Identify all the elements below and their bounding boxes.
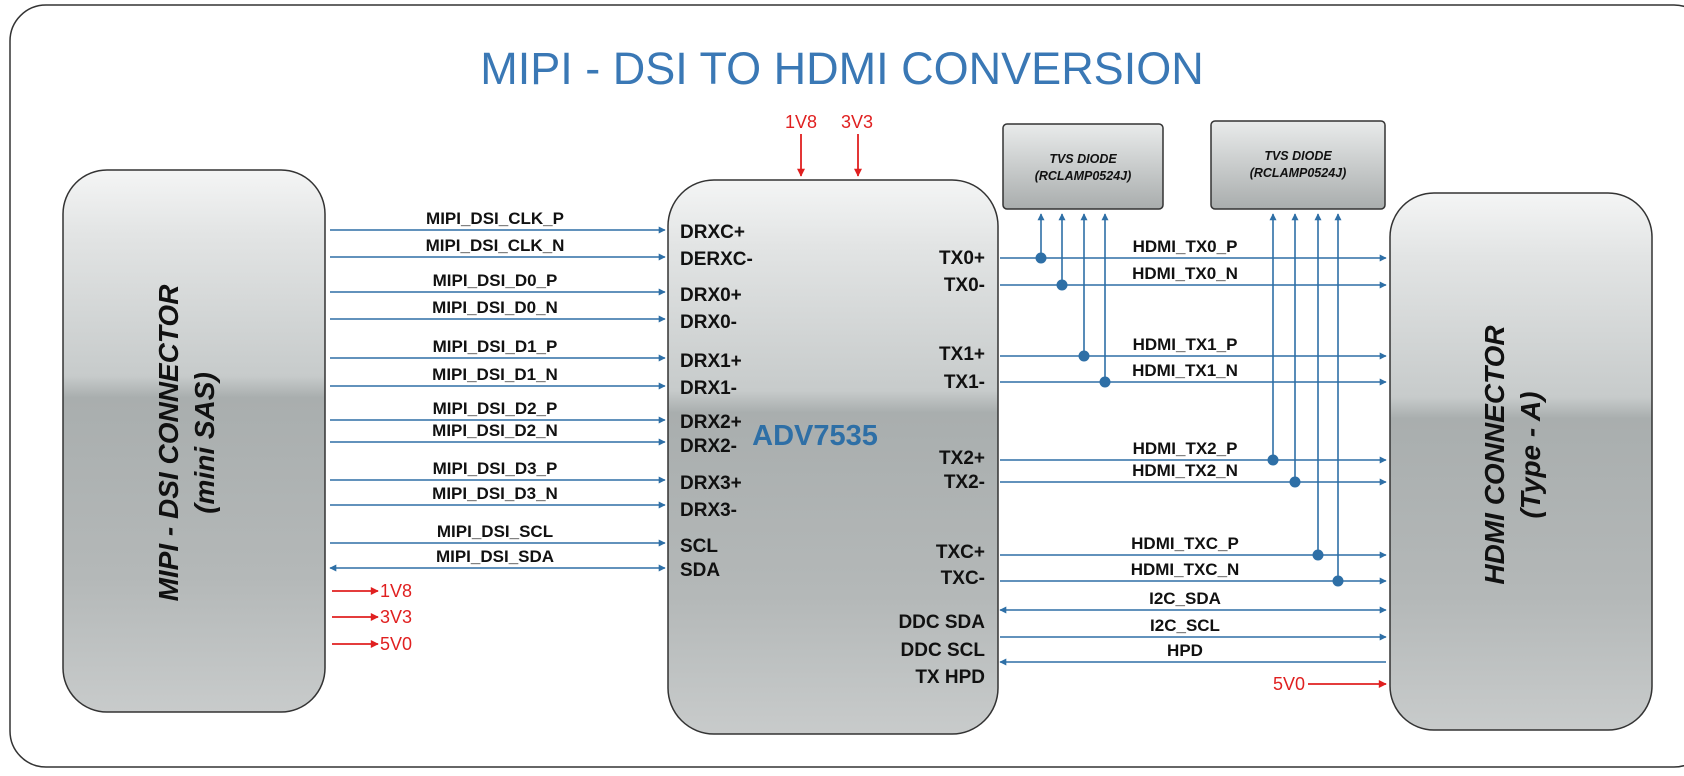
signal-label-mipi-dsi-d3-n: MIPI_DSI_D3_N — [432, 484, 558, 503]
left-signal-lines: MIPI_DSI_CLK_P MIPI_DSI_CLK_N MIPI_DSI_D0_… — [329, 209, 666, 572]
hdmi-power-label-5v0: 5V0 — [1273, 674, 1305, 694]
chip-pin-drx3: DRX3+ — [680, 473, 742, 494]
mipi-connector-label: MIPI - DSI CONNECTOR — [153, 284, 184, 602]
signal-label-mipi-dsi-clk-p: MIPI_DSI_CLK_P — [426, 209, 564, 228]
chip-pin-tx1: TX1- — [944, 372, 985, 393]
mipi-power-label-1v8: 1V8 — [380, 581, 412, 601]
tvs-junction-dot-3 — [1078, 350, 1090, 362]
hdmi-label-hdmi-tx1-n: HDMI_TX1_N — [1132, 361, 1238, 380]
tvs-junction-dot-2 — [1056, 279, 1068, 291]
tvs-junction-dot-4 — [1099, 376, 1111, 388]
chip-pin-drx0: DRX0+ — [680, 285, 742, 306]
tvs-diode-1-part: (RCLAMP0524J) — [1035, 169, 1132, 183]
hdmi-label-hdmi-txc-n: HDMI_TXC_N — [1131, 560, 1240, 579]
signal-label-mipi-dsi-d1-p: MIPI_DSI_D1_P — [433, 337, 558, 356]
mipi-power-label-3v3: 3V3 — [380, 607, 412, 627]
right-signal-lines: HDMI_TX0_P HDMI_TX0_N HDMI_TX1_P HDMI_TX1_N… — [999, 237, 1387, 666]
chip-pin-tx2: TX2+ — [939, 448, 985, 469]
chip-power-1v8-label: 1V8 — [785, 112, 817, 132]
signal-label-mipi-dsi-d0-p: MIPI_DSI_D0_P — [433, 271, 558, 290]
chip-pin-tx2: TX2- — [944, 472, 985, 493]
chip-pin-txc: TXC- — [941, 568, 985, 589]
tvs-diode-1-label: TVS DIODE — [1049, 152, 1117, 166]
signal-label-mipi-dsi-d3-p: MIPI_DSI_D3_P — [433, 459, 558, 478]
adv7535-chip: ADV7535 — [667, 179, 999, 735]
chip-power-3v3-label: 3V3 — [841, 112, 873, 132]
chip-pin-drx2: DRX2- — [680, 436, 737, 457]
tvs-diode-2: TVS DIODE (RCLAMP0524J) — [1210, 120, 1386, 210]
hdmi-label-i2c-sda: I2C_SDA — [1149, 589, 1221, 608]
chip-name: ADV7535 — [752, 420, 878, 452]
chip-pin-ddc-scl: DDC SCL — [901, 640, 986, 661]
signal-label-mipi-dsi-d2-p: MIPI_DSI_D2_P — [433, 399, 558, 418]
signal-label-mipi-dsi-sda: MIPI_DSI_SDA — [436, 547, 554, 566]
chip-pin-tx0: TX0- — [944, 275, 985, 296]
hdmi-label-hdmi-tx0-n: HDMI_TX0_N — [1132, 264, 1238, 283]
chip-pin-drx0: DRX0- — [680, 312, 737, 333]
chip-pin-scl: SCL — [680, 536, 718, 557]
chip-pin-drxc: DRXC+ — [680, 222, 745, 243]
tvs-diode-2-label: TVS DIODE — [1264, 149, 1332, 163]
mipi-connector-sublabel: (mini SAS) — [189, 372, 220, 514]
tvs-junction-dot-5 — [1267, 454, 1279, 466]
mipi-dsi-connector: MIPI - DSI CONNECTOR (mini SAS) — [62, 169, 326, 713]
chip-pin-sda: SDA — [680, 560, 720, 581]
signal-label-mipi-dsi-clk-n: MIPI_DSI_CLK_N — [426, 236, 565, 255]
tvs-junction-dot-8 — [1332, 575, 1344, 587]
chip-pin-drx2: DRX2+ — [680, 412, 742, 433]
hdmi-label-i2c-scl: I2C_SCL — [1150, 616, 1220, 635]
mipi-power-label-5v0: 5V0 — [380, 634, 412, 654]
page-title: MIPI - DSI TO HDMI CONVERSION — [480, 43, 1203, 94]
signal-label-mipi-dsi-d1-n: MIPI_DSI_D1_N — [432, 365, 558, 384]
chip-pin-tx0: TX0+ — [939, 248, 985, 269]
chip-pin-derxc: DERXC- — [680, 249, 753, 270]
hdmi-label-hdmi-tx2-p: HDMI_TX2_P — [1133, 439, 1238, 458]
chip-pin-labels: DRXC+ DERXC- DRX0+ DRX0- DRX1+ DRX1- DRX2+ DRX2… — [680, 222, 985, 688]
chip-pin-ddc-sda: DDC SDA — [898, 612, 985, 633]
tvs-junction-dot-6 — [1289, 476, 1301, 488]
hdmi-label-hpd: HPD — [1167, 641, 1203, 660]
chip-pin-tx-hpd: TX HPD — [915, 667, 985, 688]
chip-pin-drx1: DRX1+ — [680, 351, 742, 372]
hdmi-label-hdmi-tx0-p: HDMI_TX0_P — [1133, 237, 1238, 256]
hdmi-label-hdmi-tx1-p: HDMI_TX1_P — [1133, 335, 1238, 354]
signal-label-mipi-dsi-d0-n: MIPI_DSI_D0_N — [432, 298, 558, 317]
hdmi-label-hdmi-txc-p: HDMI_TXC_P — [1131, 534, 1239, 553]
hdmi-connector: HDMI CONNECTOR (Type - A) — [1389, 192, 1653, 731]
signal-label-mipi-dsi-d2-n: MIPI_DSI_D2_N — [432, 421, 558, 440]
hdmi-connector-sublabel: (Type - A) — [1515, 391, 1546, 518]
chip-pin-tx1: TX1+ — [939, 344, 985, 365]
power-rail-arrows: 1V8 3V3 5V0 5V0 — [332, 581, 1387, 694]
tvs-diode-2-part: (RCLAMP0524J) — [1250, 166, 1347, 180]
tvs-diode-1: TVS DIODE (RCLAMP0524J) — [1002, 123, 1164, 210]
tvs-junction-dot-7 — [1312, 549, 1324, 561]
chip-pin-drx1: DRX1- — [680, 378, 737, 399]
hdmi-connector-label: HDMI CONNECTOR — [1479, 325, 1510, 585]
tvs-junction-dot-1 — [1035, 252, 1047, 264]
chip-pin-txc: TXC+ — [936, 542, 985, 563]
chip-pin-drx3: DRX3- — [680, 500, 737, 521]
hdmi-label-hdmi-tx2-n: HDMI_TX2_N — [1132, 461, 1238, 480]
signal-label-mipi-dsi-scl: MIPI_DSI_SCL — [437, 522, 553, 541]
tvs-tap-lines — [1035, 213, 1344, 587]
